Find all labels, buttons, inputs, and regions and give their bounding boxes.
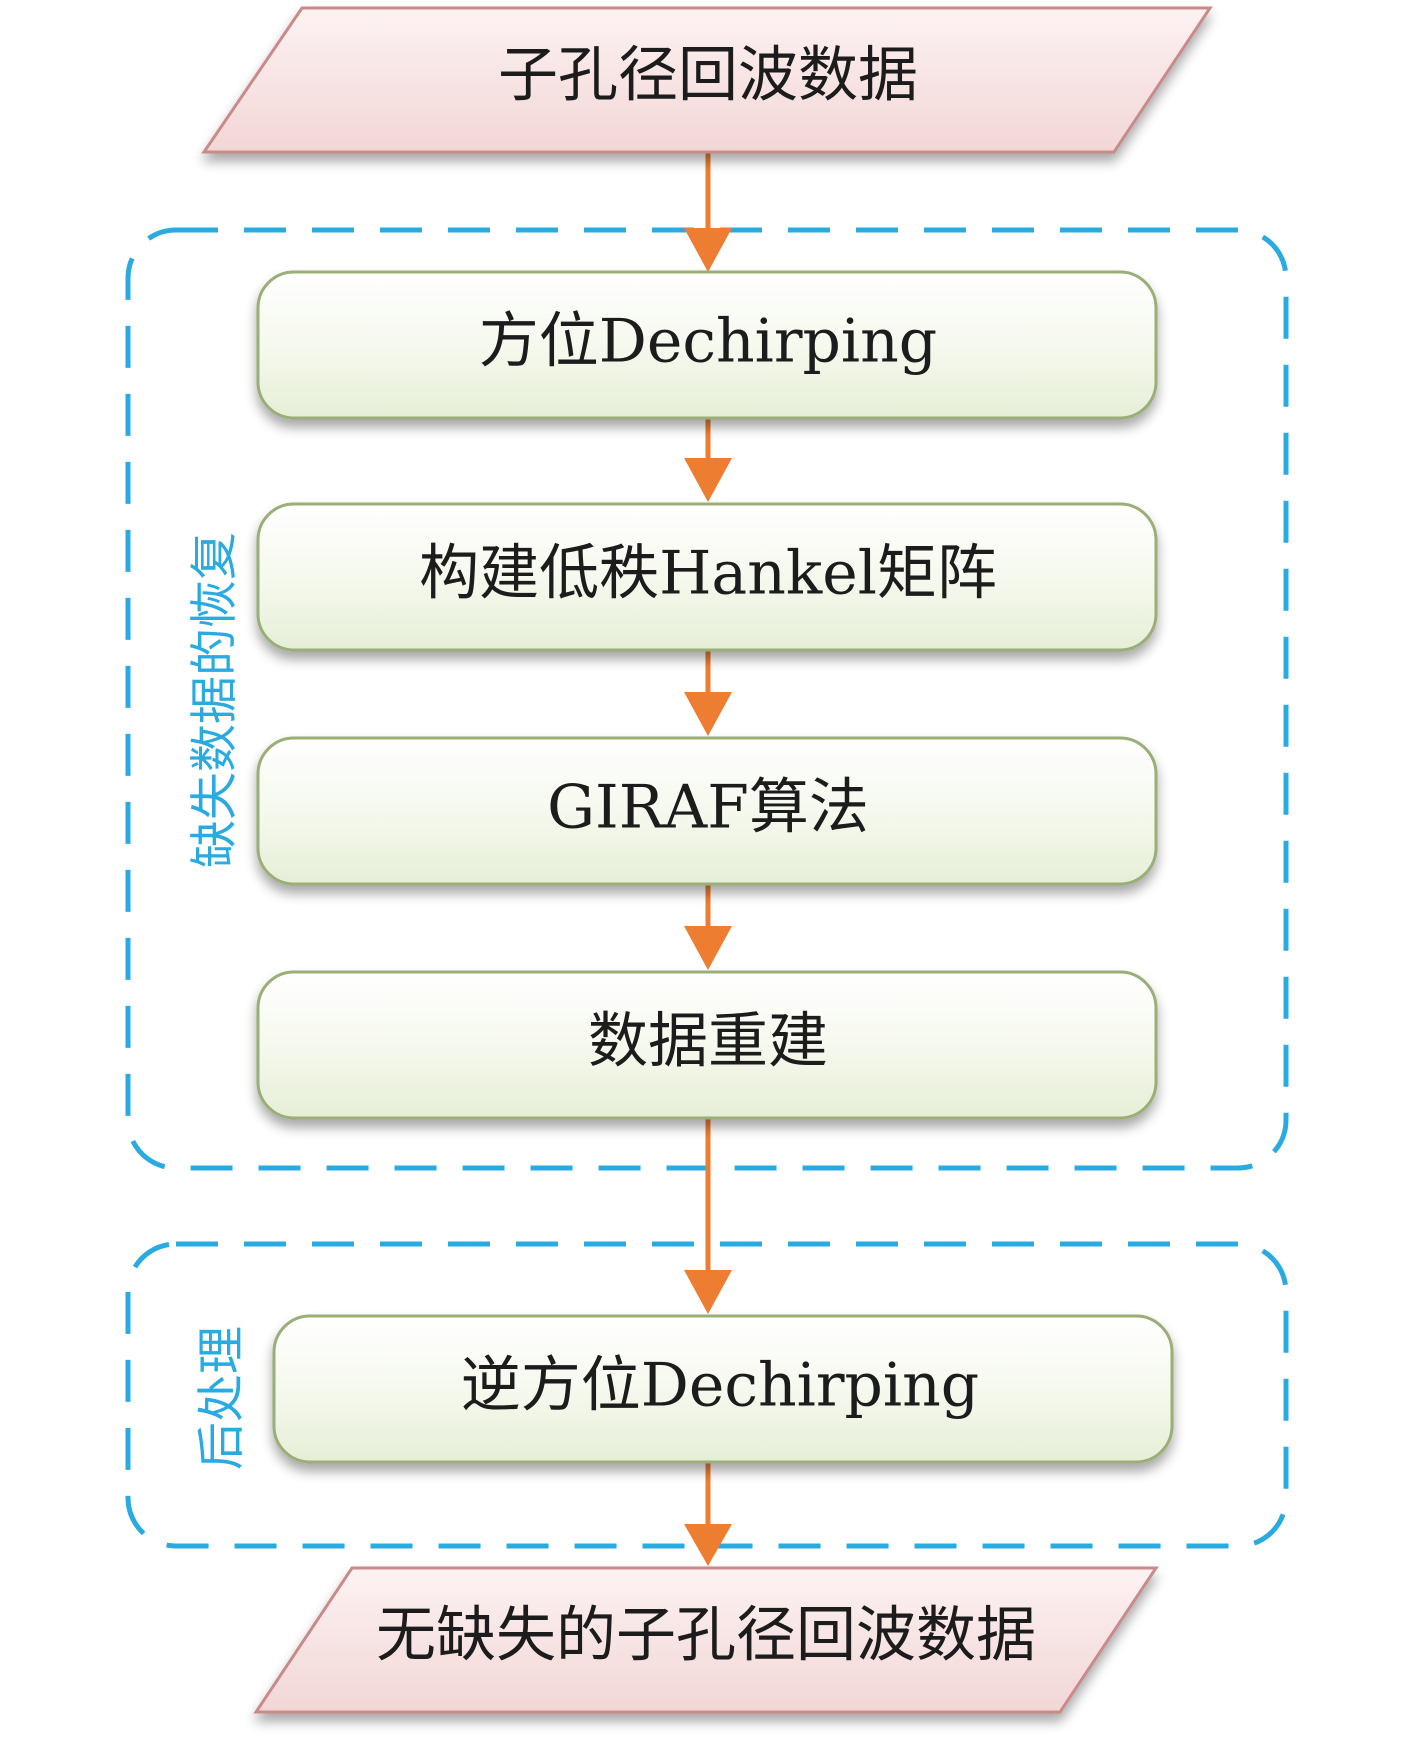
arrow-head-step1-to-step2 bbox=[684, 458, 732, 502]
step-1-label: 方位Dechirping bbox=[479, 307, 937, 377]
step-4-box bbox=[256, 970, 1158, 1120]
step-4-label: 数据重建 bbox=[588, 1007, 828, 1077]
arrow-head-input-to-step1 bbox=[684, 228, 732, 272]
step-3-box bbox=[256, 736, 1158, 886]
arrows bbox=[684, 152, 732, 1566]
input-node-shape bbox=[201, 6, 1213, 154]
arrow-head-step4-to-step5 bbox=[684, 1270, 732, 1314]
step-3: GIRAF算法 bbox=[256, 736, 1158, 886]
group-label-postprocess: 后处理 bbox=[194, 1326, 250, 1470]
output-node-shape bbox=[253, 1566, 1159, 1714]
arrow-head-step2-to-step3 bbox=[684, 692, 732, 736]
step-4: 数据重建 bbox=[256, 970, 1158, 1120]
group-label-recovery: 缺失数据的恢复 bbox=[187, 532, 243, 868]
step-5-box bbox=[272, 1314, 1174, 1464]
step-3-label: GIRAF算法 bbox=[547, 773, 869, 843]
input-node: 子孔径回波数据 bbox=[201, 6, 1213, 154]
step-1: 方位Dechirping bbox=[256, 270, 1158, 420]
input-node-label: 子孔径回波数据 bbox=[498, 41, 918, 111]
step-1-box bbox=[256, 270, 1158, 420]
arrow-head-step3-to-step4 bbox=[684, 926, 732, 970]
step-2-box bbox=[256, 502, 1158, 652]
step-2: 构建低秩Hankel矩阵 bbox=[256, 502, 1158, 652]
step-5-label: 逆方位Dechirping bbox=[461, 1351, 979, 1421]
step-2-label: 构建低秩Hankel矩阵 bbox=[419, 539, 997, 609]
group-frame-postprocess bbox=[125, 1241, 1289, 1549]
output-node: 无缺失的子孔径回波数据 bbox=[253, 1566, 1159, 1714]
arrow-head-step5-to-output bbox=[684, 1524, 732, 1566]
output-node-label: 无缺失的子孔径回波数据 bbox=[376, 1601, 1036, 1671]
step-5: 逆方位Dechirping bbox=[272, 1314, 1174, 1464]
